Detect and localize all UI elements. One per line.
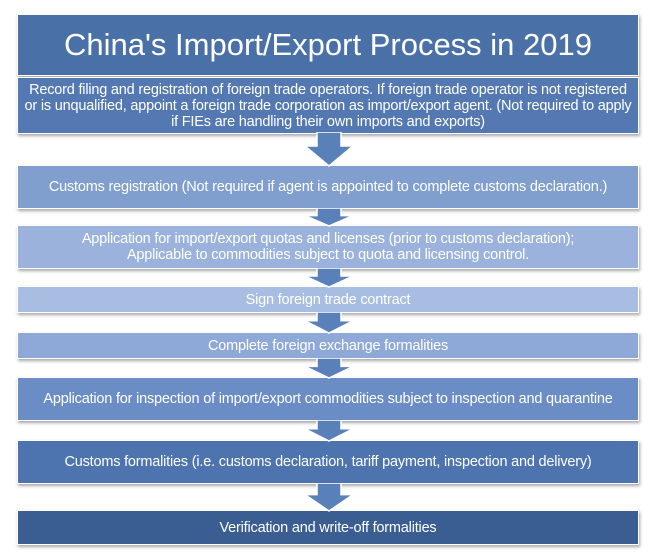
step-8-verification: Verification and write-off formalities — [17, 510, 639, 545]
down-arrow-icon — [304, 420, 354, 442]
diagram-title: China's Import/Export Process in 2019 — [17, 14, 639, 76]
down-arrow-icon — [303, 132, 355, 167]
down-arrow-icon — [304, 312, 354, 334]
down-arrow-icon — [304, 268, 354, 288]
down-arrow-icon — [304, 358, 354, 379]
step-2-customs-registration: Customs registration (Not required if ag… — [17, 165, 639, 209]
step-6-inspection-application: Application for inspection of import/exp… — [17, 377, 639, 421]
step-5-foreign-exchange: Complete foreign exchange formalities — [17, 332, 639, 359]
step-3-quotas-licenses: Application for import/export quotas and… — [17, 225, 639, 269]
step-7-customs-formalities: Customs formalities (i.e. customs declar… — [17, 440, 639, 484]
down-arrow-icon — [303, 483, 355, 512]
step-4-sign-contract: Sign foreign trade contract — [17, 286, 639, 313]
down-arrow-icon — [304, 208, 354, 227]
step-1-record-filing: Record filing and registration of foreig… — [17, 77, 639, 134]
